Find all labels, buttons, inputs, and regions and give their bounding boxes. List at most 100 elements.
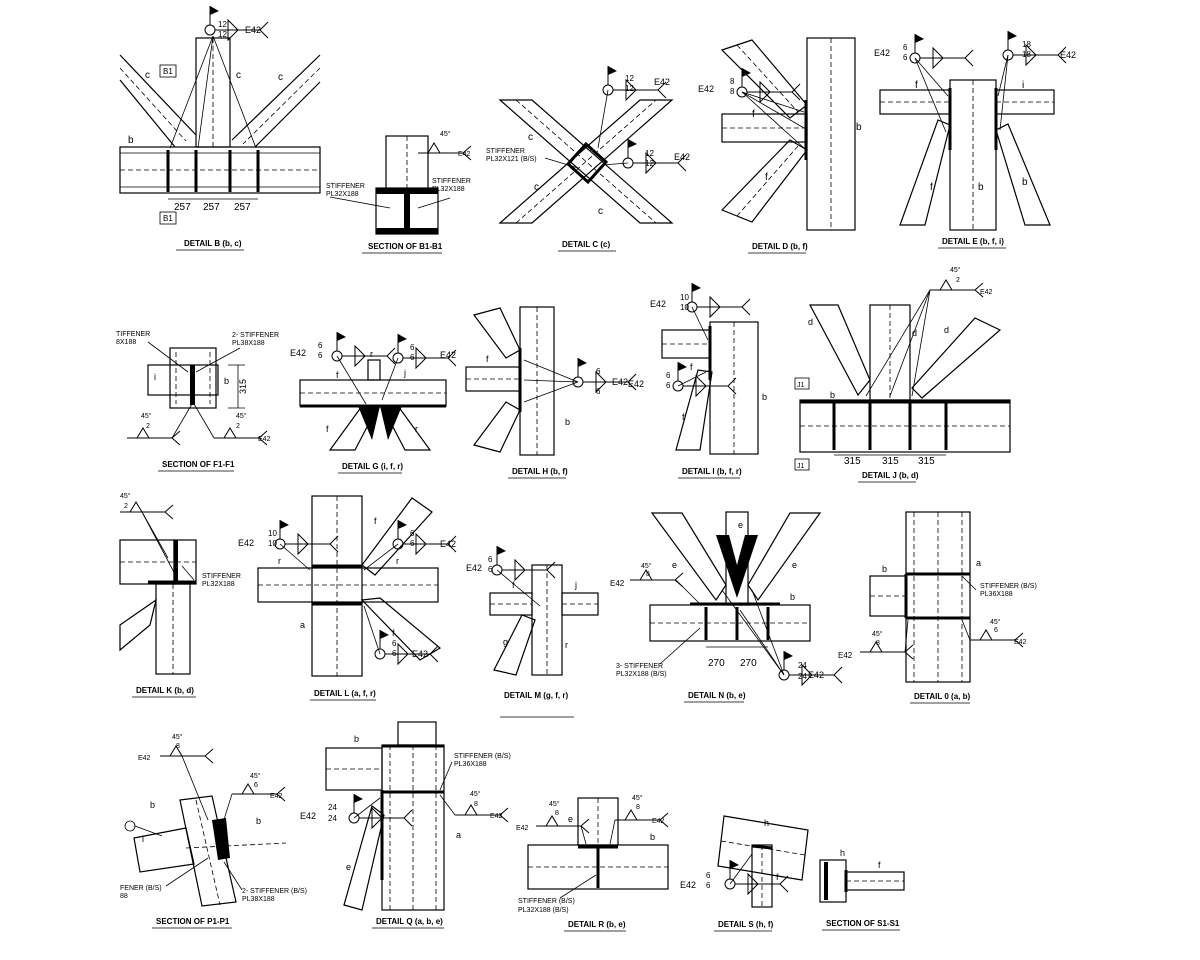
weld-size: 8	[646, 571, 650, 578]
weld-size: 12	[645, 159, 654, 168]
weld-size: 24	[798, 661, 807, 670]
note-text: PL32X121 (B/S)	[486, 156, 537, 163]
weld-size: 8	[876, 640, 880, 647]
weld-size: 24	[798, 672, 807, 681]
weld-size: 6	[994, 627, 998, 634]
member-label: b	[978, 182, 984, 193]
note-text: STIFFENER	[432, 178, 471, 185]
weld-size: 8	[730, 87, 735, 96]
weld-size: 18	[1022, 40, 1031, 49]
note-text: 2- STIFFENER	[232, 332, 279, 339]
weld-grade-label: E42	[138, 755, 151, 762]
member-label: b	[150, 800, 155, 810]
member-label: e	[738, 520, 743, 530]
weld-angle: 45°	[990, 618, 1001, 626]
section-title: SECTION OF F1-F1	[162, 460, 235, 469]
dimension-label: 257	[203, 202, 220, 213]
member-label: b	[224, 376, 229, 386]
section-title: SECTION OF B1-B1	[368, 242, 443, 251]
member-label: b	[354, 734, 359, 744]
dimension-label: 315	[918, 456, 935, 467]
weld-size: 8	[636, 804, 640, 811]
weld-size: 24	[328, 803, 337, 812]
member-label: r	[278, 556, 281, 566]
detail-d: 8 8 E42 f f b DETAIL D (b, f)	[698, 37, 862, 254]
weld-grade-label: E42	[610, 579, 625, 588]
weld-angle: 45°	[641, 562, 652, 570]
member-label: f	[682, 412, 685, 422]
weld-size: 12	[645, 149, 654, 158]
weld-grade-label: E42	[654, 77, 670, 87]
member-label: b	[882, 564, 887, 574]
weld-size: 6	[596, 367, 601, 376]
member-label: b	[1022, 177, 1028, 188]
detail-title: DETAIL L (a, f, r)	[314, 689, 376, 698]
weld-size: 6	[706, 881, 711, 890]
note-text: STIFFENER	[486, 148, 525, 155]
member-label: g	[503, 637, 508, 647]
weld-size: 6	[706, 871, 711, 880]
member-label: d	[912, 328, 917, 338]
detail-r: 45° 8 E42 45° 8 E42 b e STIFFENER (B/S) …	[516, 794, 669, 932]
note-text: PL36X188	[980, 591, 1013, 598]
section-f1: i b 315 TIFFENER 8X188 2- STIFFENER PL38…	[116, 331, 279, 472]
member-label: f	[374, 516, 377, 526]
member-label: d	[808, 317, 813, 327]
member-label: f	[915, 80, 918, 91]
member-label: f	[878, 860, 881, 870]
member-label: h	[764, 818, 769, 828]
member-label: i	[1022, 80, 1024, 91]
member-label: e	[792, 560, 797, 570]
note-text: 88	[120, 893, 128, 900]
weld-angle: 45°	[440, 130, 451, 138]
member-label: f	[392, 628, 395, 638]
section-mark: J1	[797, 382, 805, 389]
weld-size: 10	[268, 529, 277, 538]
detail-e: 6 6 E42 18 18 E42 f i f b b DETAIL E (b,…	[874, 30, 1076, 249]
note-text: STIFFENER (B/S)	[980, 583, 1037, 590]
detail-n: 45° 8 E42 24 24 E42 270 270 3- STIFFENER…	[610, 511, 843, 703]
note-text: STIFFENER	[202, 573, 241, 580]
weld-grade-label: E42	[258, 436, 271, 443]
dimension-label: 257	[174, 202, 191, 213]
weld-angle: 45°	[141, 412, 152, 420]
note-text: PL32X188 (B/S)	[518, 907, 569, 914]
member-label: c	[236, 70, 241, 81]
weld-size: 6	[410, 529, 415, 538]
member-label: f	[486, 354, 489, 364]
note-text: PL32X188 (B/S)	[616, 671, 667, 678]
dimension-label: 315	[882, 456, 899, 467]
weld-size: 6	[488, 555, 493, 564]
member-label: d	[944, 325, 949, 335]
member-label: a	[300, 620, 305, 630]
weld-size: 12	[218, 20, 227, 29]
weld-grade-label: E42	[516, 825, 529, 832]
weld-grade-label: E42	[628, 379, 644, 389]
weld-size: 6	[392, 639, 397, 648]
member-label: c	[598, 206, 603, 217]
member-label: b	[856, 122, 862, 133]
member-label: b	[565, 417, 570, 427]
weld-size: 6	[596, 387, 601, 396]
note-text: 3- STIFFENER	[616, 663, 663, 670]
weld-grade-label: E42	[238, 538, 254, 548]
note-text: STIFFENER (B/S)	[454, 753, 511, 760]
dimension-label: 270	[740, 658, 757, 669]
weld-size: 2	[236, 423, 240, 430]
weld-grade-label: E42	[270, 793, 283, 800]
note-text: 2- STIFFENER (B/S)	[242, 888, 307, 895]
weld-size: 8	[555, 810, 559, 817]
weld-size: 10	[268, 539, 277, 548]
weld-grade-label: E42	[1060, 50, 1076, 60]
detail-title: DETAIL B (b, c)	[184, 239, 242, 248]
member-label: b	[650, 832, 655, 842]
detail-g: 6 6 E42 6 6 E42 f r j f r DETAIL G (i, f…	[290, 331, 457, 474]
member-label: f	[690, 362, 693, 372]
note-text: STIFFENER (B/S)	[518, 898, 575, 905]
weld-size: 6	[488, 565, 493, 574]
weld-size: 18	[1022, 50, 1031, 59]
dimension-label: 257	[234, 202, 251, 213]
weld-size: 6	[410, 343, 415, 352]
weld-grade-label: E42	[680, 880, 696, 890]
detail-title: DETAIL 0 (a, b)	[914, 692, 970, 701]
